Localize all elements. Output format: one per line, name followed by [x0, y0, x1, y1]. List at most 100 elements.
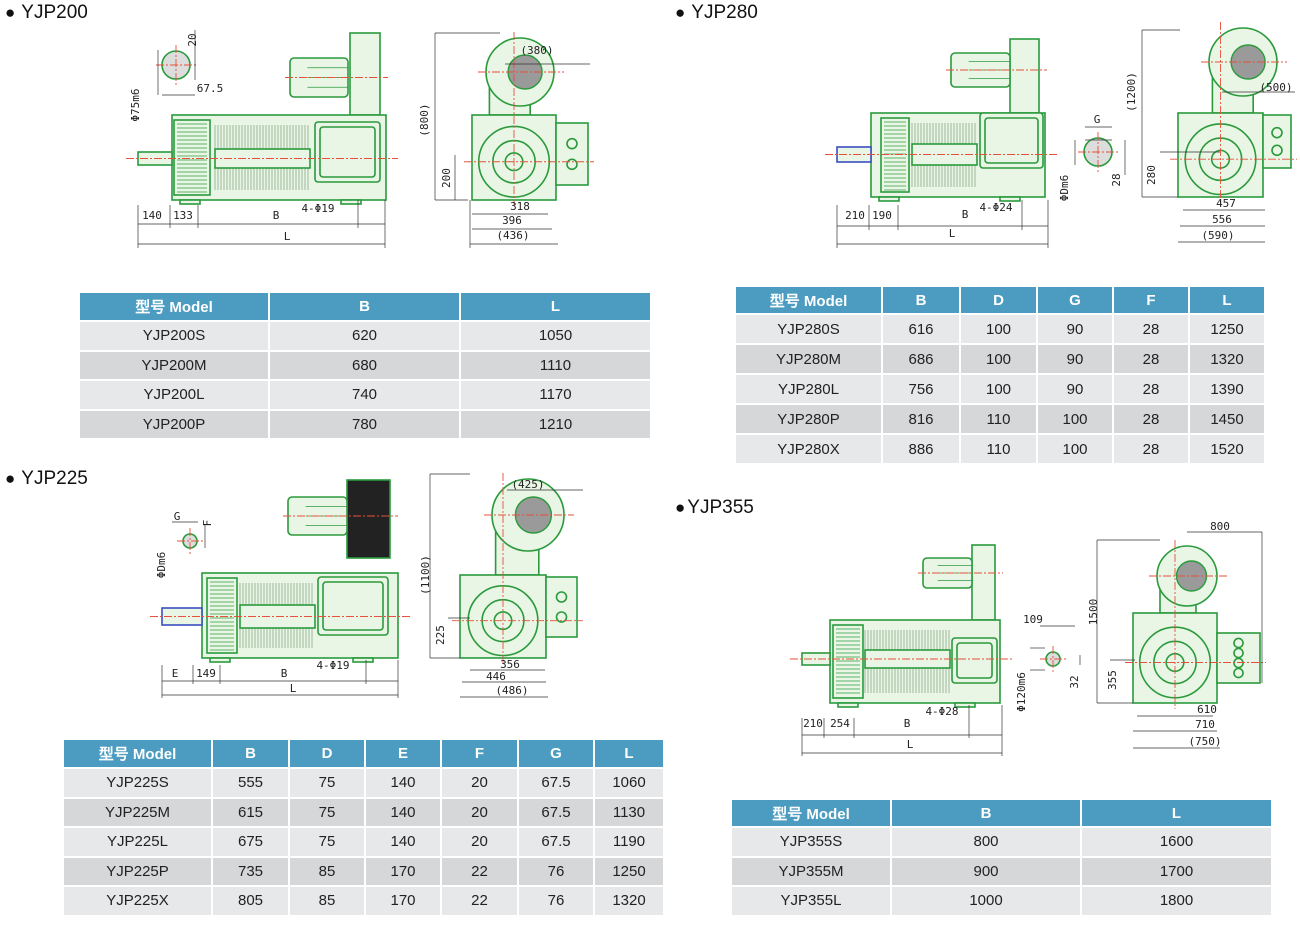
blower-housing: [971, 544, 996, 621]
value-cell: 1050: [459, 320, 652, 352]
dim-label: 210: [803, 717, 823, 730]
motor-side-view: [790, 544, 1012, 708]
column-header: B: [268, 291, 461, 322]
value-cell: 28: [1112, 433, 1190, 465]
dim-label: 254: [830, 717, 850, 730]
value-cell: 20: [440, 767, 519, 799]
cable-gland: [555, 611, 568, 623]
model-cell: YJP280L: [734, 373, 883, 405]
bullet-icon: ●: [675, 3, 686, 22]
dim-label: (800): [418, 103, 431, 136]
dim-label: 225: [434, 625, 447, 645]
model-cell: YJP200L: [78, 379, 270, 411]
motor-end-view: [452, 473, 583, 664]
value-cell: 1250: [593, 855, 665, 887]
column-header: B: [890, 798, 1082, 828]
dim-label: (486): [495, 684, 528, 697]
value-cell: 170: [364, 885, 442, 917]
column-header: 型号 Model: [734, 285, 883, 315]
dim-label: 140: [142, 209, 162, 222]
motor-side-view: [825, 38, 1057, 202]
value-cell: 110: [959, 403, 1038, 435]
value-cell: 756: [881, 373, 961, 405]
column-header: 型号 Model: [730, 798, 892, 828]
value-cell: 28: [1112, 313, 1190, 345]
blower-housing: [346, 479, 391, 559]
section-title-yjp225: ●YJP225: [5, 468, 88, 490]
value-cell: 800: [890, 826, 1082, 858]
value-cell: 28: [1112, 373, 1190, 405]
dim-label: 446: [486, 670, 506, 683]
dim-label: L: [907, 738, 914, 751]
value-cell: 67.5: [517, 826, 595, 858]
dim-label: 280: [1145, 165, 1158, 185]
column-header: B: [211, 738, 290, 769]
value-cell: 67.5: [517, 767, 595, 799]
value-cell: 680: [268, 349, 461, 381]
column-header: 型号 Model: [78, 291, 270, 322]
cable-gland: [1233, 657, 1244, 669]
dim-label: 396: [502, 214, 522, 227]
value-cell: 1800: [1080, 885, 1273, 917]
dim-label: 356: [500, 658, 520, 671]
value-cell: 616: [881, 313, 961, 345]
dim-label: L: [284, 230, 291, 243]
section-title-yjp200: ●YJP200: [5, 2, 88, 24]
value-cell: 686: [881, 343, 961, 375]
terminal-box: [1262, 114, 1292, 169]
mounting-foot: [340, 199, 362, 205]
blower-housing: [1009, 38, 1040, 114]
dim-label: (380): [520, 44, 553, 57]
bullet-icon: ●: [5, 469, 16, 488]
terminal-box: [555, 122, 589, 186]
dim-label: Φ75m6: [129, 88, 142, 121]
dim-label: 4-Φ28: [925, 705, 958, 718]
cable-gland: [1233, 647, 1244, 659]
section-title-text: YJP280: [691, 2, 758, 23]
value-cell: 555: [211, 767, 290, 799]
column-header: L: [1080, 798, 1273, 828]
value-cell: 740: [268, 379, 461, 411]
dim-label: 20: [186, 33, 199, 46]
model-cell: YJP280S: [734, 313, 883, 345]
value-cell: 140: [364, 826, 442, 858]
value-cell: 90: [1036, 373, 1114, 405]
model-cell: YJP225X: [62, 885, 213, 917]
column-header: B: [881, 285, 961, 315]
dim-label: 210: [845, 209, 865, 222]
fan-end: [206, 577, 238, 654]
value-cell: 1320: [593, 885, 665, 917]
motor-end-view: [464, 32, 594, 206]
value-cell: 85: [288, 885, 366, 917]
dim-label: 109: [1023, 613, 1043, 626]
model-cell: YJP200M: [78, 349, 270, 381]
model-cell: YJP225M: [62, 796, 213, 828]
dim-label: (500): [1259, 81, 1292, 94]
dim-label: 67.5: [197, 82, 224, 95]
dim-label: 710: [1195, 718, 1215, 731]
dim-label: (750): [1188, 735, 1221, 748]
terminal-box-cover: [984, 117, 1039, 164]
dim-label: L: [290, 682, 297, 695]
dim-label: 800: [1210, 520, 1230, 533]
value-cell: 675: [211, 826, 290, 858]
value-cell: 100: [1036, 403, 1114, 435]
dim-label: (1100): [419, 555, 432, 595]
value-cell: 620: [268, 320, 461, 352]
terminal-box-cover: [319, 126, 376, 178]
dim-label: B: [281, 667, 288, 680]
motor-outlines: [126, 22, 1297, 756]
dim-label: ΦDm6: [155, 552, 168, 579]
value-cell: 1210: [459, 408, 652, 440]
dim-label: 610: [1197, 703, 1217, 716]
dim-label: B: [904, 717, 911, 730]
value-cell: 615: [211, 796, 290, 828]
